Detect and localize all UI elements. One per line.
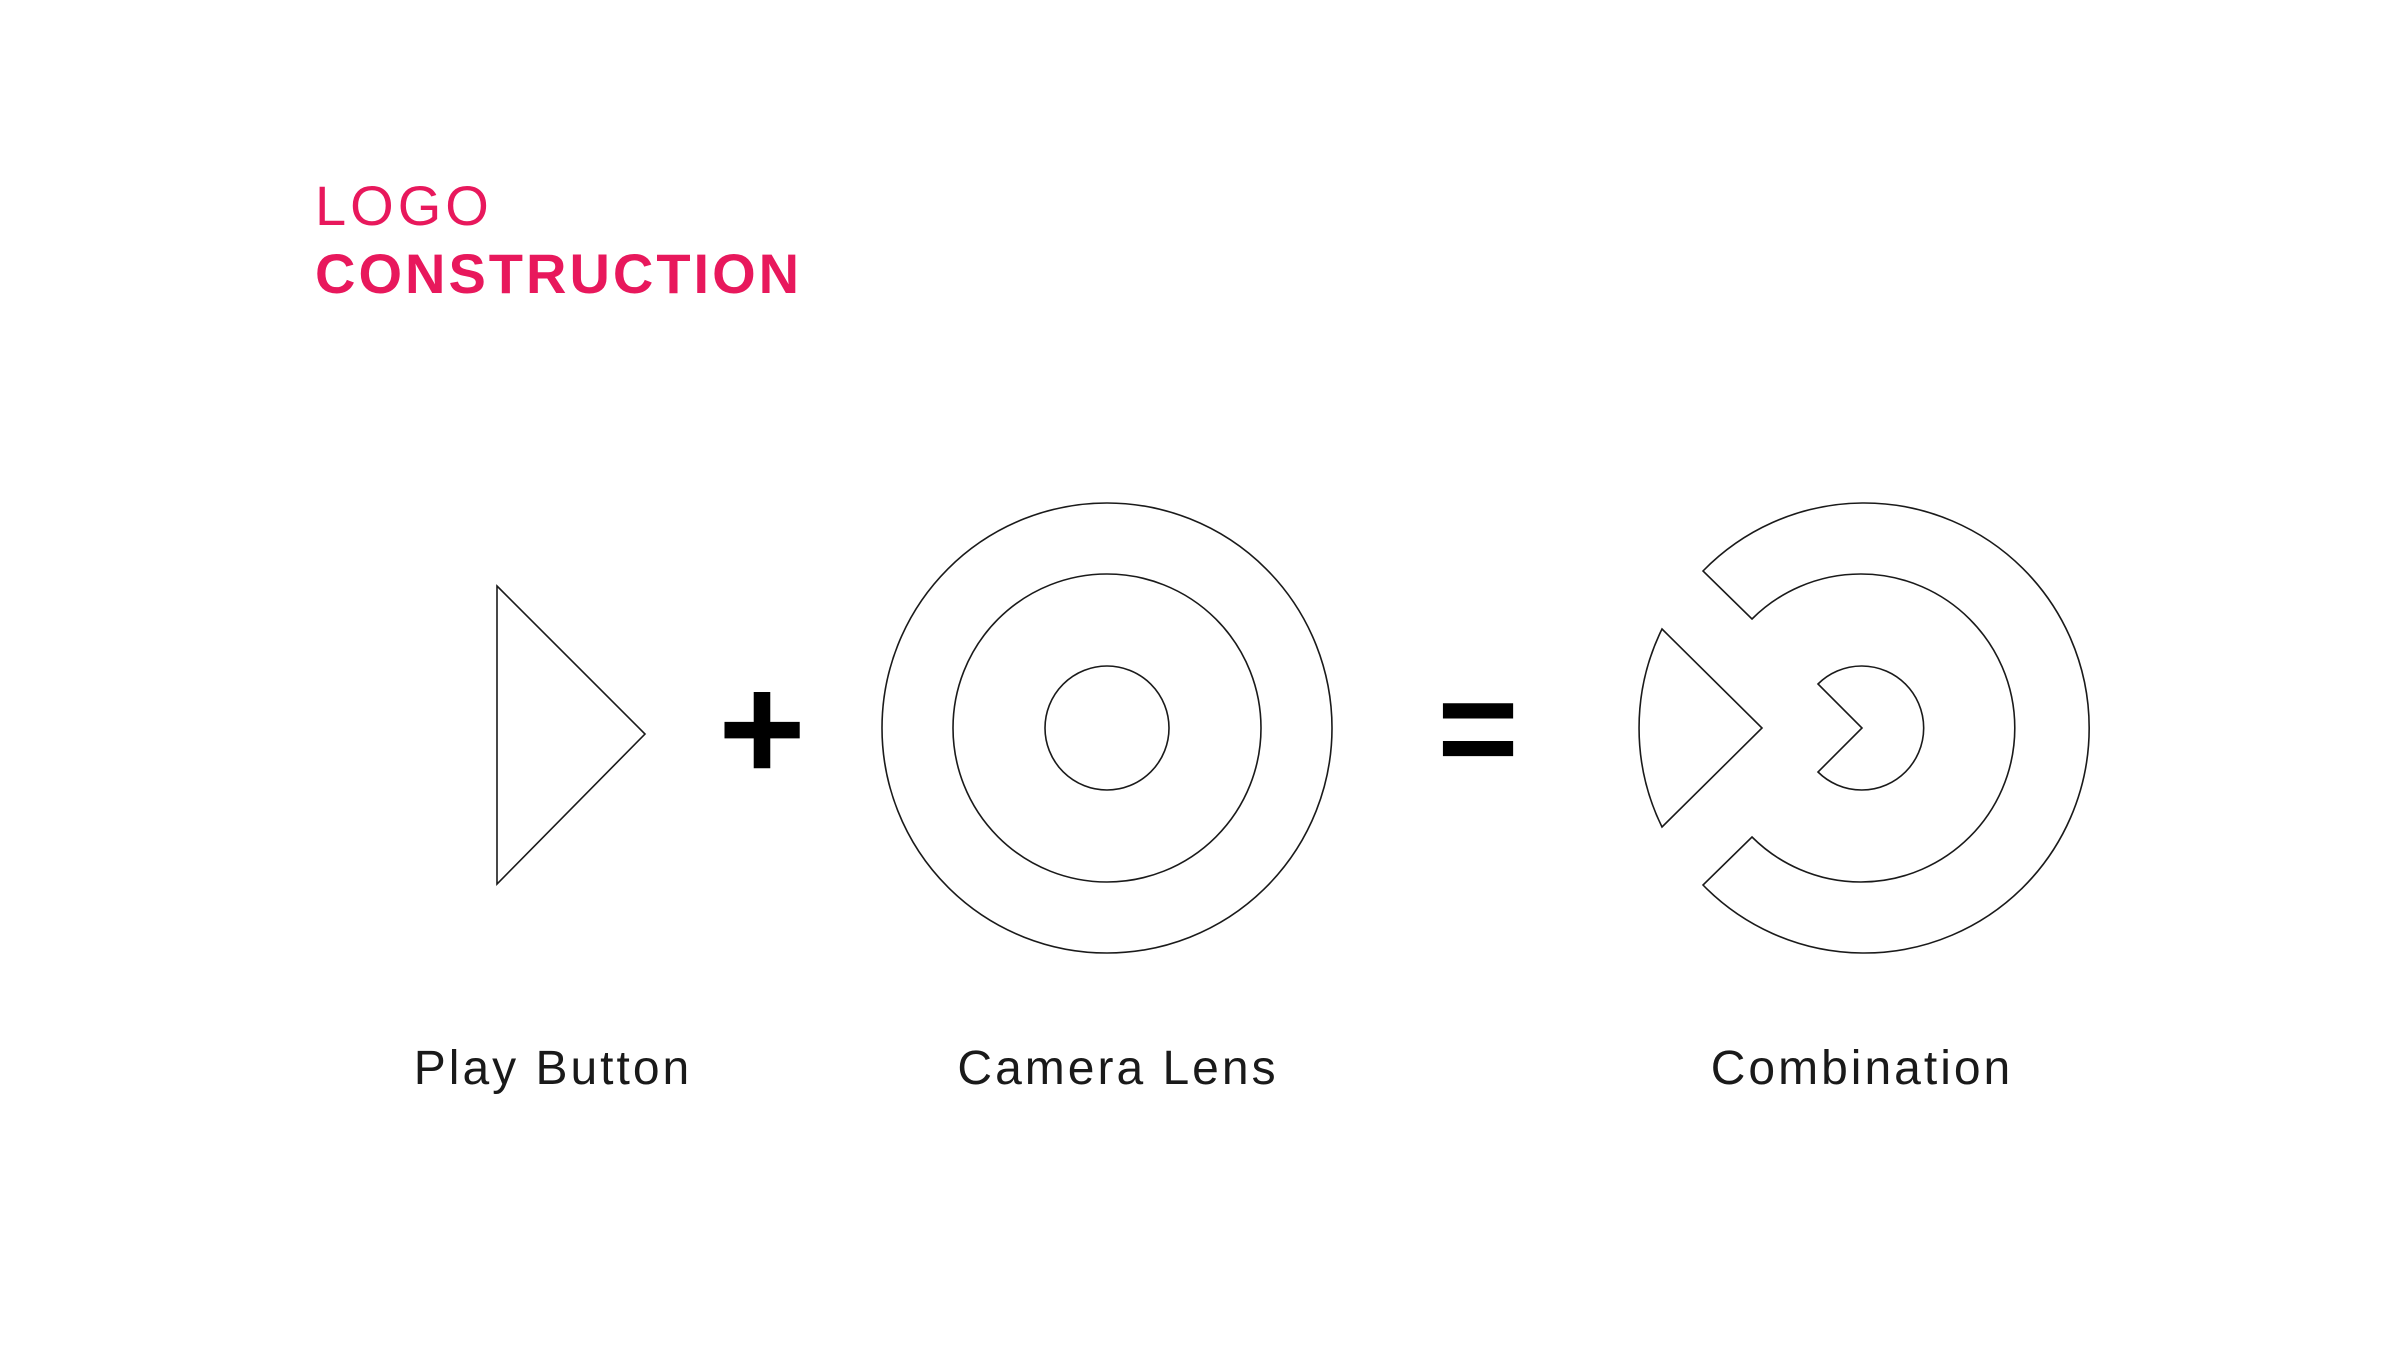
title-line-construction: CONSTRUCTION bbox=[315, 242, 803, 305]
lens-inner-ring bbox=[1044, 665, 1170, 791]
equals-operator: = bbox=[1437, 649, 1519, 806]
play-triangle-shape bbox=[496, 584, 647, 886]
lens-outer-ring bbox=[881, 502, 1333, 954]
caption-combination: Combination bbox=[1710, 1042, 2014, 1095]
caption-play-button: Play Button bbox=[413, 1042, 693, 1095]
plus-operator: + bbox=[718, 644, 806, 812]
combination-lens-band bbox=[1701, 502, 2090, 954]
combination-play-wedge bbox=[1638, 627, 1764, 829]
combination-logo-shape bbox=[1638, 502, 2090, 954]
title-line-logo: LOGO bbox=[315, 174, 493, 237]
combination-inner-pac bbox=[1816, 665, 1925, 791]
page-title: LOGO CONSTRUCTION bbox=[315, 178, 802, 302]
caption-camera-lens: Camera Lens bbox=[957, 1042, 1279, 1095]
lens-middle-ring bbox=[952, 573, 1262, 883]
camera-lens-shape bbox=[881, 502, 1333, 954]
